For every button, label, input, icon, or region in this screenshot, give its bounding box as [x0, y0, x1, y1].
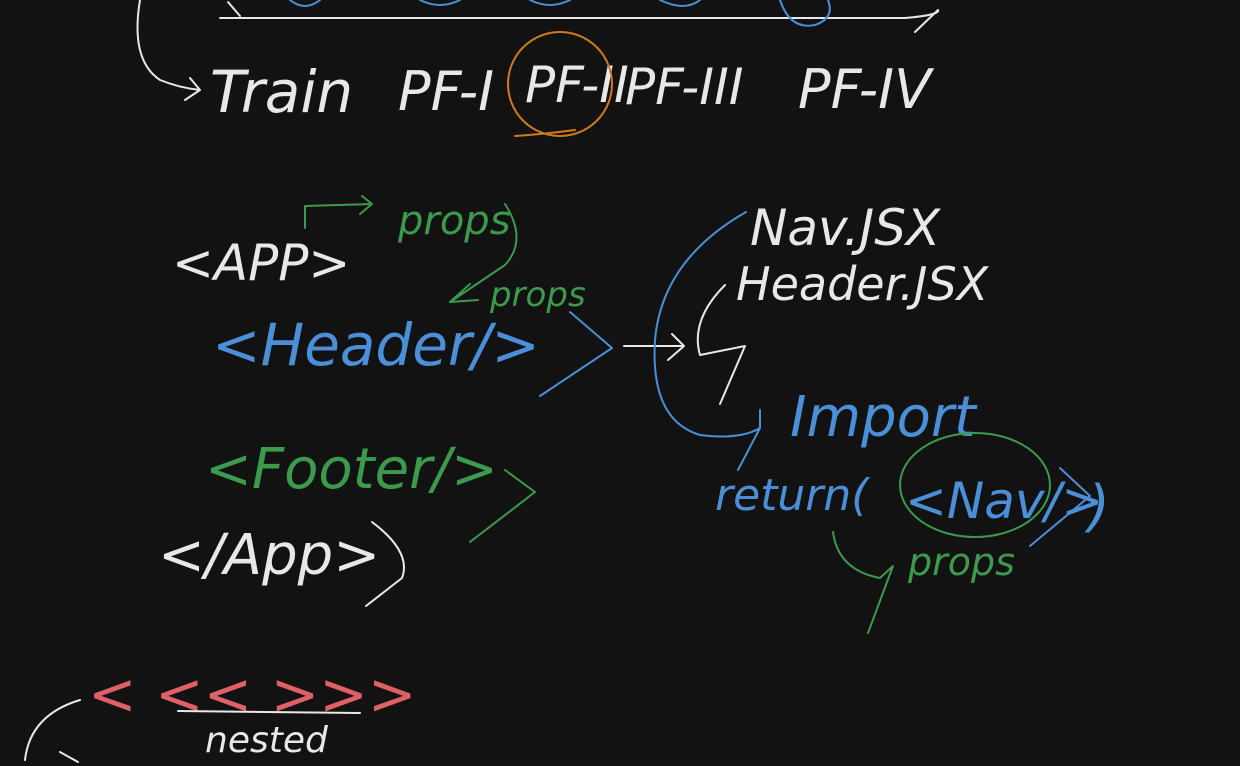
app-open-tag: <APP> [172, 234, 350, 292]
header-tag: <Header/> [212, 311, 540, 379]
app-close-tag: </App> [158, 523, 380, 588]
files-section: Nav.JSX Header.JSX Import return( <Nav/>… [653, 199, 1110, 634]
top-blue-loops [289, 0, 831, 27]
props-arrow-top [304, 195, 373, 229]
header-file-brace [696, 284, 746, 405]
top-cutoff-diagram [136, 0, 940, 101]
props-arrow-bottom [832, 531, 894, 634]
props-label-bottom: props [907, 540, 1015, 584]
nav-tag: <Nav/> [905, 472, 1103, 530]
nested-underline [177, 710, 361, 714]
pf-iii-label: PF-III [625, 58, 743, 116]
top-row: Train PF-I PF-II PF-III PF-IV [210, 31, 935, 137]
props-arrow-down [449, 203, 518, 303]
return-close-paren: ) [1084, 474, 1110, 539]
top-bar-stroke [219, 9, 940, 33]
app-structure: <APP> props props <Header/> <Footer/> </… [158, 195, 613, 607]
train-label: Train [210, 58, 353, 126]
pf-i-label: PF-I [398, 60, 494, 123]
app-close-bracket [365, 521, 405, 607]
pf-ii-highlight-circle [507, 31, 613, 137]
top-bar-tick [227, 1, 241, 17]
header-file-label: Header.JSX [736, 257, 990, 311]
files-brace [653, 211, 761, 471]
top-left-arrow [136, 0, 201, 101]
pf-iv-label: PF-IV [798, 58, 935, 121]
nested-side-arrow [24, 699, 81, 763]
nested-label: nested [205, 720, 329, 761]
pf-ii-label: PF-II [525, 56, 629, 114]
nav-tag-highlight-circle [899, 432, 1051, 538]
footer-tag: <Footer/> [205, 437, 498, 502]
nav-tag-bracket [1029, 467, 1091, 547]
import-label: Import [790, 385, 978, 450]
footer-tag-bracket [469, 469, 536, 543]
pf-ii-circle-tail [514, 129, 576, 137]
header-tag-bracket [539, 311, 613, 397]
nested-example: < << >>> nested [24, 660, 416, 763]
props-label-top: props [397, 198, 511, 244]
nav-file-label: Nav.JSX [750, 199, 942, 257]
return-label: return( [715, 470, 870, 521]
props-label-mid: props [489, 275, 586, 315]
nested-brackets: < << >>> [88, 660, 416, 728]
